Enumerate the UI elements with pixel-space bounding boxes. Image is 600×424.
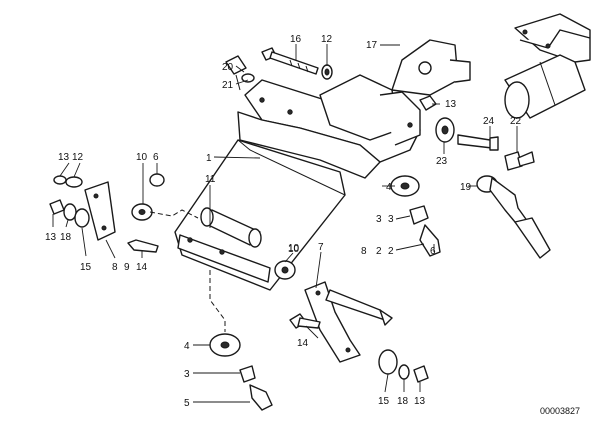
callout: 12 — [321, 34, 333, 45]
callout: 3 — [388, 214, 394, 225]
callout: 19 — [460, 182, 472, 193]
lever-19 — [476, 175, 551, 259]
bushing-4-lower — [209, 270, 273, 411]
callout: 7 — [318, 242, 324, 253]
callout: 18 — [60, 232, 72, 243]
callout: 18 — [397, 396, 409, 407]
callout: 10 — [288, 244, 300, 255]
callout: 10 — [288, 243, 300, 254]
drawing-number: 00003827 — [540, 406, 580, 416]
callout: 12 — [72, 152, 84, 163]
callout: 13 — [45, 232, 57, 243]
callout: 3 — [184, 369, 190, 380]
callout: 13 — [58, 152, 70, 163]
bolt-16 — [261, 47, 333, 80]
steering-column — [504, 13, 591, 119]
callout: 5 — [184, 398, 190, 409]
callout: 13 — [414, 396, 426, 407]
callout: 6 — [430, 246, 436, 257]
main-bracket — [237, 39, 471, 179]
callout: 23 — [436, 156, 448, 167]
support-tube — [174, 139, 346, 291]
callout: 4 — [184, 341, 190, 352]
leader-lines — [52, 44, 518, 403]
callout: 8 — [112, 262, 118, 273]
lower-linkage — [274, 260, 429, 383]
callout: 11 — [205, 174, 216, 185]
callout: 21 — [222, 80, 234, 91]
callout: 10 — [136, 152, 148, 163]
callout: 3 — [376, 214, 382, 225]
callout: 2 — [376, 246, 382, 257]
callout: 14 — [136, 262, 148, 273]
callout-labels: 1 2 3 4 6 7 8 10 11 12 13 16 17 19 20 21… — [45, 34, 522, 409]
bushing-4-upper — [390, 175, 441, 257]
callout: 24 — [483, 116, 495, 127]
callout: 22 — [510, 116, 522, 127]
callout: 4 — [386, 182, 392, 193]
callout: 14 — [297, 338, 309, 349]
callout: 2 — [388, 246, 394, 257]
left-assembly — [49, 173, 199, 253]
callout: 6 — [153, 152, 159, 163]
callout: 17 — [366, 40, 378, 51]
callout: 15 — [80, 262, 92, 273]
callout: 15 — [378, 396, 390, 407]
callout: 13 — [445, 99, 457, 110]
callout: 20 — [222, 62, 234, 73]
callout: 9 — [124, 262, 130, 273]
callout: 16 — [290, 34, 302, 45]
callout: 8 — [361, 246, 367, 257]
callout: 1 — [206, 153, 212, 164]
right-fasteners — [419, 95, 535, 171]
